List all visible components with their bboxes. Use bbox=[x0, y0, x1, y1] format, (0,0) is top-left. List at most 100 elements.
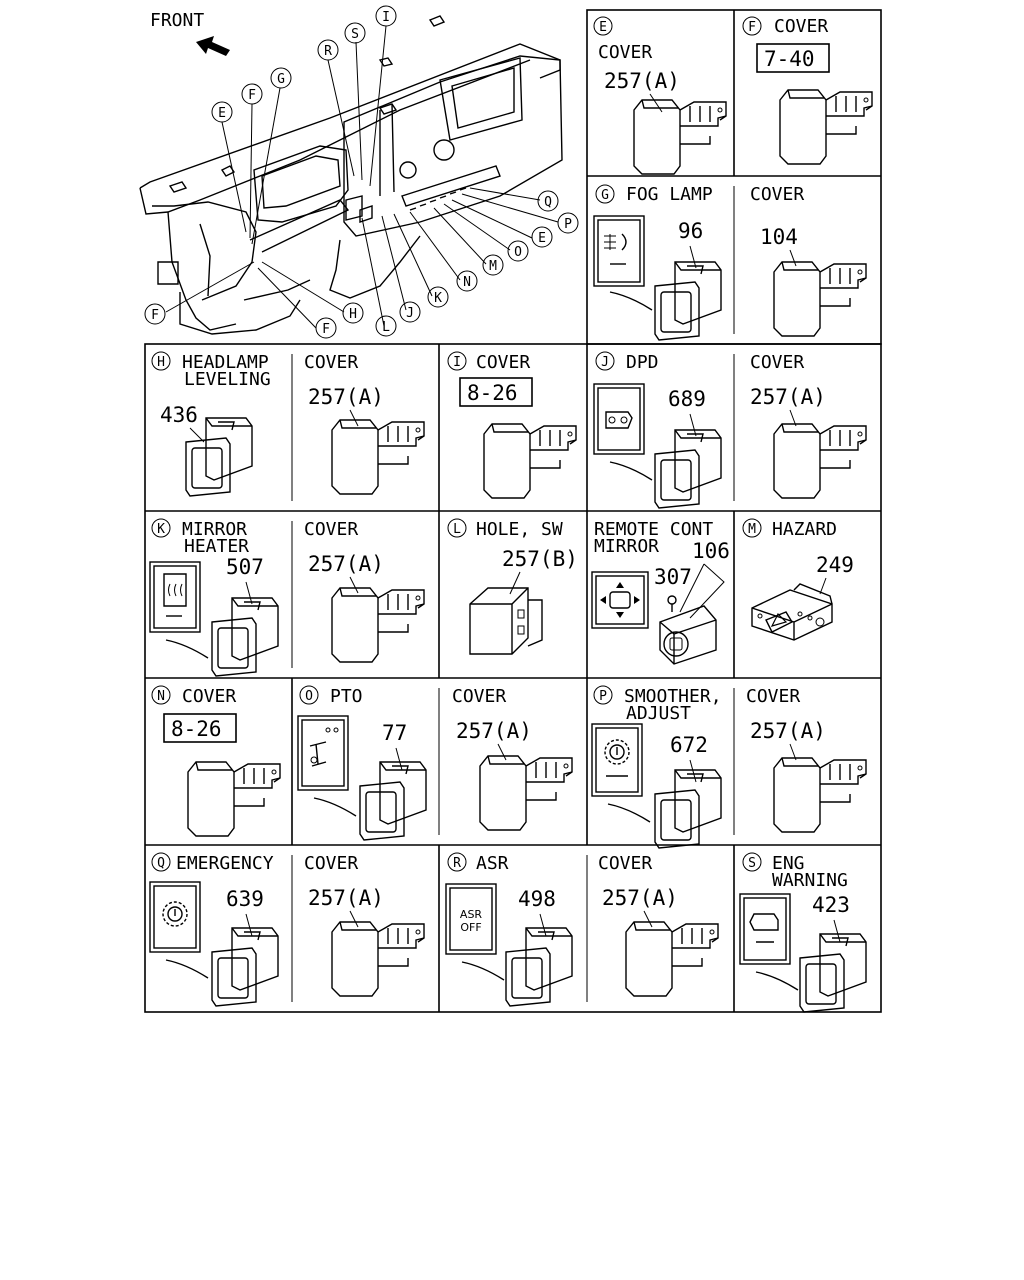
panel-RC-part-b: 307 bbox=[654, 565, 692, 589]
cover-cap-icon bbox=[479, 755, 573, 831]
panel-R-part: 498 bbox=[518, 887, 556, 911]
callout-F3: F bbox=[322, 322, 330, 337]
cover-cap-icon bbox=[633, 99, 727, 175]
panel-G-cover-title: COVER bbox=[750, 184, 804, 205]
panel-H: H HEADLAMP LEVELING 436 COVER 257(A) bbox=[151, 351, 425, 497]
cover-cap-icon bbox=[773, 423, 867, 499]
panel-G-cover-part: 104 bbox=[760, 225, 798, 249]
front-label: FRONT bbox=[150, 10, 204, 31]
callout-R: R bbox=[324, 44, 332, 59]
callout-J: J bbox=[406, 306, 414, 321]
panel-E-letter: E bbox=[599, 20, 607, 35]
panel-RC-title-1: REMOTE CONT bbox=[594, 519, 713, 540]
asr-label-1: ASR bbox=[460, 908, 483, 921]
dpd-switch-icon bbox=[654, 429, 722, 509]
panel-R: R ASR ASR OFF 498 COVER 257(A) bbox=[445, 852, 719, 1007]
asr-label-2: OFF bbox=[460, 921, 481, 934]
panel-J-cover-title: COVER bbox=[750, 352, 804, 373]
panel-P-title-2: ADJUST bbox=[626, 703, 691, 724]
panel-O-letter: O bbox=[305, 689, 313, 704]
panel-Q-part: 639 bbox=[226, 887, 264, 911]
knob-icon bbox=[667, 595, 677, 612]
panel-Q-cover-part: 257(A) bbox=[308, 886, 384, 910]
callout-E: E bbox=[218, 106, 226, 121]
pto-switch-icon bbox=[359, 761, 427, 841]
panel-E: E COVER 257(A) bbox=[593, 16, 727, 175]
panel-P-cover-title: COVER bbox=[746, 686, 800, 707]
panel-F: F COVER 7-40 bbox=[742, 16, 873, 165]
panel-F-ref: 7-40 bbox=[764, 47, 815, 71]
panel-M: M HAZARD 249 bbox=[742, 518, 854, 641]
panel-P-letter: P bbox=[599, 689, 607, 704]
panel-remote-cont-mirror: REMOTE CONT MIRROR 106 307 bbox=[591, 519, 730, 665]
panel-M-part: 249 bbox=[816, 553, 854, 577]
cover-cap-icon bbox=[331, 921, 425, 997]
asr-switch-icon bbox=[505, 927, 573, 1007]
panel-S-letter: S bbox=[748, 856, 756, 871]
cover-cap-icon bbox=[331, 587, 425, 663]
panel-K-title-1: MIRROR bbox=[182, 519, 247, 540]
panel-I: I COVER 8-26 bbox=[447, 351, 577, 499]
panel-R-letter: R bbox=[453, 856, 461, 871]
pto-icon bbox=[309, 727, 339, 767]
callout-O: O bbox=[514, 245, 522, 260]
callout-E2: E bbox=[538, 231, 546, 246]
panel-K: K MIRROR HEATER 507 COVER 257(A) bbox=[149, 518, 425, 677]
panel-G-title: FOG LAMP bbox=[626, 184, 713, 205]
callout-I: I bbox=[382, 10, 390, 25]
panel-S-title-2: WARNING bbox=[772, 870, 848, 891]
panel-M-title: HAZARD bbox=[772, 519, 837, 540]
callout-K: K bbox=[434, 291, 442, 306]
panel-P-part: 672 bbox=[670, 733, 708, 757]
panel-F-title: COVER bbox=[774, 16, 828, 37]
panel-RC-part-a: 106 bbox=[692, 539, 730, 563]
callout-N: N bbox=[463, 275, 471, 290]
panel-RC-title-2: MIRROR bbox=[594, 536, 659, 557]
panel-J-letter: J bbox=[601, 355, 609, 370]
panel-grid bbox=[144, 9, 882, 1013]
emergency-gear-icon bbox=[162, 901, 188, 927]
panel-I-ref: 8-26 bbox=[467, 381, 518, 405]
panel-H-cover-part: 257(A) bbox=[308, 385, 384, 409]
callout-H: H bbox=[349, 307, 357, 322]
panel-G: G FOG LAMP 96 COVER 104 bbox=[593, 184, 867, 341]
panel-P-cover-part: 257(A) bbox=[750, 719, 826, 743]
smoother-gear-icon bbox=[604, 739, 630, 777]
callout-L: L bbox=[382, 320, 390, 335]
panel-K-part: 507 bbox=[226, 555, 264, 579]
panel-Q-title: EMERGENCY bbox=[176, 853, 274, 874]
panel-R-cover-title: COVER bbox=[598, 853, 652, 874]
callout-P: P bbox=[564, 217, 572, 232]
panel-O-part: 77 bbox=[382, 721, 407, 745]
panel-P-title-1: SMOOTHER, bbox=[624, 686, 722, 707]
callout-M: M bbox=[489, 259, 497, 274]
panel-K-letter: K bbox=[157, 522, 165, 537]
panel-M-letter: M bbox=[748, 522, 756, 537]
panel-G-part: 96 bbox=[678, 219, 703, 243]
headlamp-leveling-switch-icon bbox=[185, 417, 253, 497]
panel-R-title: ASR bbox=[476, 853, 509, 874]
panel-O-cover-title: COVER bbox=[452, 686, 506, 707]
panel-I-title: COVER bbox=[476, 352, 530, 373]
fog-lamp-icon bbox=[604, 233, 627, 265]
engine-warning-icon bbox=[749, 913, 779, 943]
cover-cap-icon bbox=[331, 419, 425, 495]
panel-L-letter: L bbox=[453, 522, 461, 537]
mirror-heater-icon bbox=[163, 573, 187, 617]
callout-Q: Q bbox=[544, 195, 552, 210]
panel-H-letter: H bbox=[157, 355, 165, 370]
panel-L: L HOLE, SW 257(B) bbox=[447, 518, 578, 655]
panel-Q: Q EMERGENCY 639 COVER 257(A) bbox=[149, 852, 425, 1007]
panel-I-letter: I bbox=[453, 355, 461, 370]
panel-E-title: COVER bbox=[598, 42, 652, 63]
smoother-switch-icon bbox=[654, 769, 722, 849]
panel-O-title: PTO bbox=[330, 686, 363, 707]
panel-O-cover-part: 257(A) bbox=[456, 719, 532, 743]
panel-N-title: COVER bbox=[182, 686, 236, 707]
panel-H-title-1: HEADLAMP bbox=[182, 352, 269, 373]
panel-E-part: 257(A) bbox=[604, 69, 680, 93]
emergency-switch-icon bbox=[211, 927, 279, 1007]
callout-F2: F bbox=[151, 308, 159, 323]
panel-G-letter: G bbox=[601, 188, 609, 203]
